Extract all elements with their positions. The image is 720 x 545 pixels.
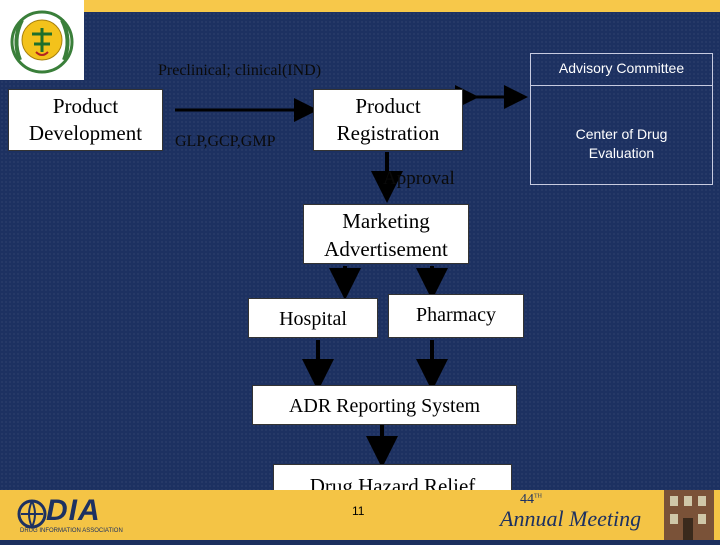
annual-meeting-label: Annual Meeting <box>500 506 642 531</box>
emblem-logo <box>0 0 84 80</box>
advisory-divider <box>530 85 713 86</box>
meeting-number-value: 44 <box>520 492 534 507</box>
glp-gcp-gmp-label: GLP,GCP,GMP <box>175 133 276 150</box>
pharmacy-box: Pharmacy <box>388 294 524 338</box>
center-line-2: Evaluation <box>588 145 655 161</box>
approval-label: Approval <box>383 168 455 189</box>
meeting-number: 44TH <box>520 492 542 508</box>
meeting-number-suffix: TH <box>534 493 542 500</box>
dia-logo: DIA DRUG INFORMATION ASSOCIATION <box>16 494 128 536</box>
center-line-1: Center of Drug <box>575 126 668 142</box>
emblem-icon <box>10 10 74 74</box>
building-photo <box>664 490 714 540</box>
product-development-line-2: Development <box>28 121 143 145</box>
center-drug-evaluation-label: Center of Drug Evaluation <box>530 125 713 163</box>
product-development-line-1: Product <box>52 94 119 118</box>
marketing-box: Marketing Advertisement <box>303 204 469 264</box>
adr-reporting-box: ADR Reporting System <box>252 385 517 425</box>
marketing-line-2: Advertisement <box>324 237 448 261</box>
advisory-committee-label: Advisory Committee <box>558 60 685 76</box>
preclinical-label: Preclinical; clinical(IND) <box>158 62 322 79</box>
product-registration-line-1: Product <box>355 94 421 118</box>
dia-logo-text: DIA <box>46 494 101 527</box>
footer-bar: DIA DRUG INFORMATION ASSOCIATION 11 44TH… <box>0 490 720 540</box>
product-development-box: Product Development <box>8 89 163 151</box>
product-registration-line-2: Registration <box>336 121 440 145</box>
advisory-panel <box>530 53 713 185</box>
building-photo-icon <box>664 490 714 540</box>
product-registration-box: Product Registration <box>313 89 463 151</box>
top-accent-bar <box>0 0 720 12</box>
dia-subtitle: DRUG INFORMATION ASSOCIATION <box>20 528 123 534</box>
hospital-box: Hospital <box>248 298 378 338</box>
dia-globe-icon <box>17 499 47 530</box>
marketing-line-1: Marketing <box>342 209 430 233</box>
page-number: 11 <box>352 504 365 518</box>
